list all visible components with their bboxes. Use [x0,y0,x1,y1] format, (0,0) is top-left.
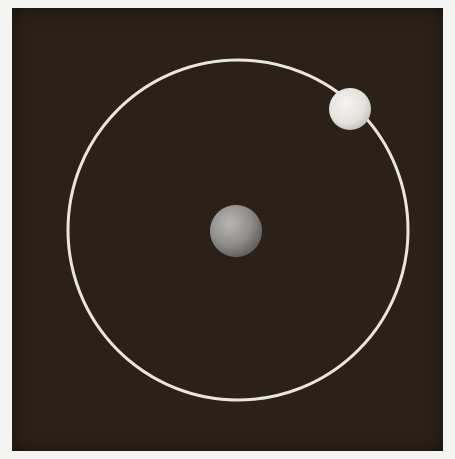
orbit-diagram [12,8,443,451]
image-frame [12,8,443,451]
orbiting-body [329,88,371,130]
central-body [210,205,262,257]
